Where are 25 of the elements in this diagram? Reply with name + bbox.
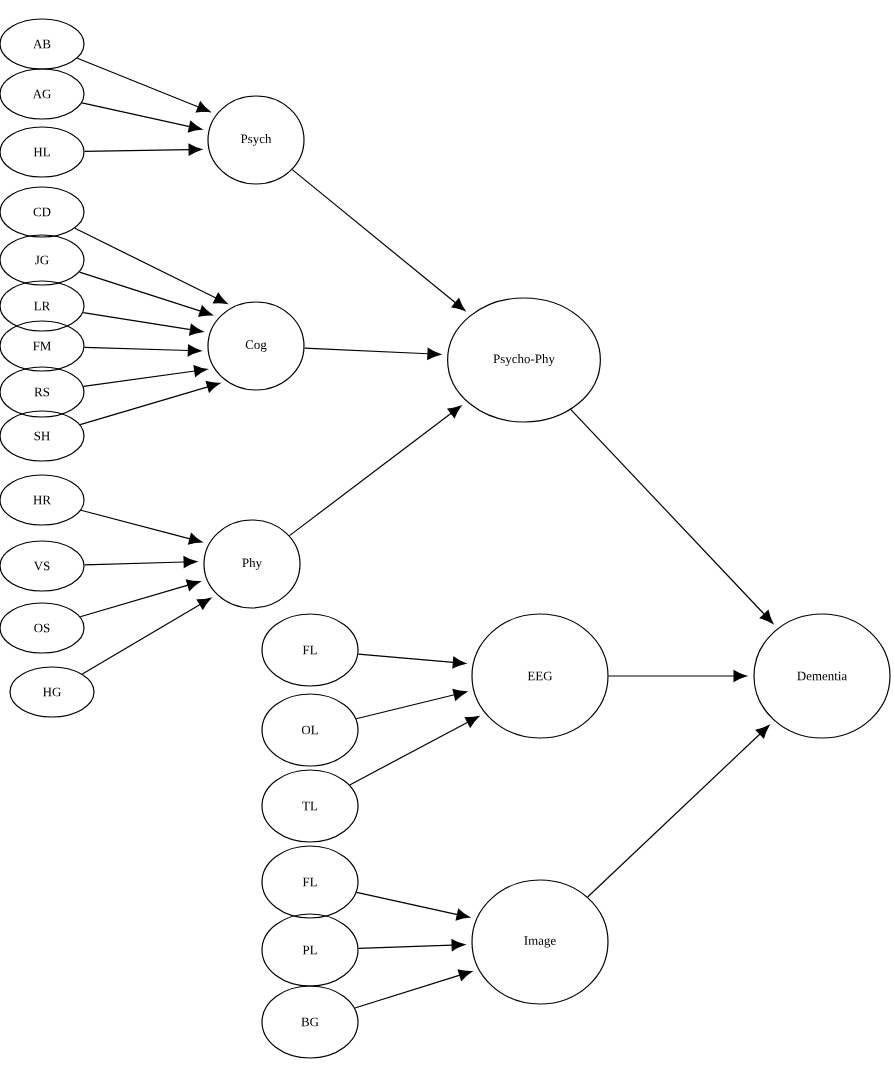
arrow bbox=[356, 891, 470, 921]
arrow bbox=[80, 509, 203, 545]
arrow bbox=[288, 405, 462, 537]
arrow bbox=[355, 688, 467, 720]
arrow bbox=[570, 409, 774, 624]
arrow bbox=[83, 556, 197, 568]
arrow bbox=[79, 381, 221, 426]
arrow bbox=[84, 143, 202, 156]
arrow bbox=[587, 725, 770, 898]
arrow bbox=[76, 57, 211, 113]
arrow bbox=[81, 102, 203, 133]
arrow bbox=[349, 715, 480, 786]
arrow bbox=[81, 597, 212, 675]
arrow bbox=[291, 169, 466, 312]
arrow bbox=[79, 579, 201, 618]
arrow bbox=[82, 311, 204, 336]
arrow bbox=[82, 365, 208, 387]
arrow bbox=[354, 969, 473, 1009]
arrow bbox=[357, 653, 467, 669]
arrow bbox=[74, 227, 228, 305]
arrow bbox=[303, 347, 441, 360]
arrow bbox=[78, 271, 213, 317]
arrow bbox=[608, 670, 747, 682]
arrow bbox=[357, 939, 465, 951]
arrow bbox=[83, 344, 202, 357]
